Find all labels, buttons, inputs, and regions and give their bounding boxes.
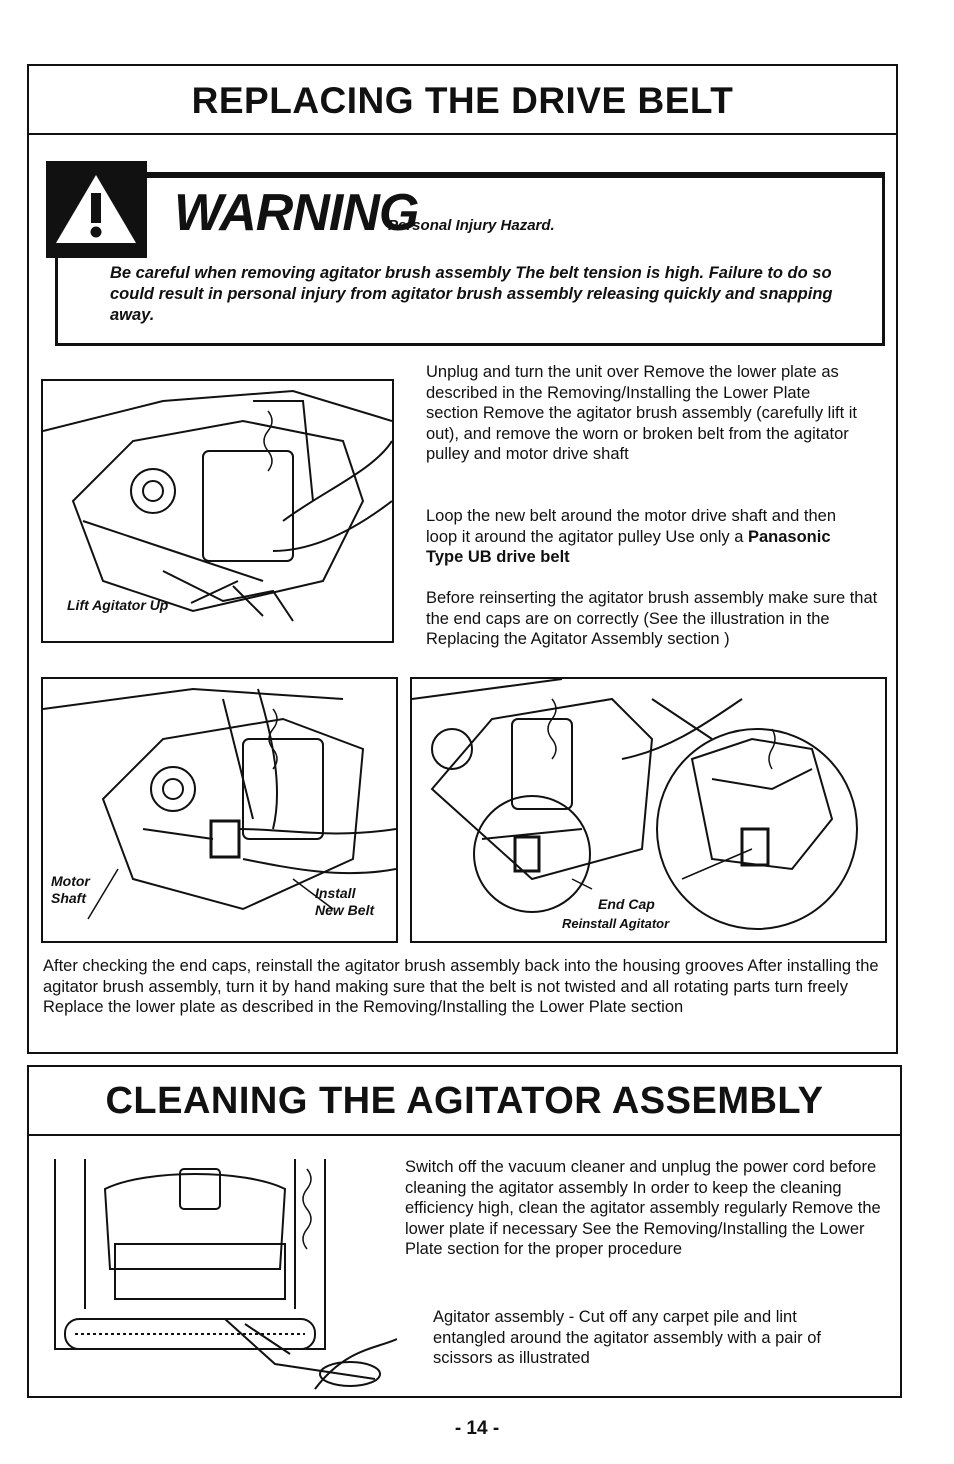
loop-belt-text: Loop the new belt around the motor drive…	[426, 507, 837, 546]
caption-install-belt: Install New Belt	[315, 885, 375, 918]
title-divider-cleaning	[29, 1134, 900, 1136]
page-number: - 14 -	[454, 1418, 500, 1439]
warning-box: WARNING Personal Injury Hazard. Be caref…	[46, 161, 885, 346]
warning-triangle-icon	[56, 175, 136, 243]
paragraph-cut-carpet: Agitator assembly - Cut off any carpet p…	[433, 1308, 821, 1367]
warning-word: WARNING	[174, 184, 419, 242]
paragraph-switch-off: Switch off the vacuum cleaner and unplug…	[405, 1158, 881, 1258]
drive-belt-section: REPLACING THE DRIVE BELT WARNING Persona…	[27, 64, 898, 1054]
warning-subtitle: Personal Injury Hazard.	[388, 217, 555, 234]
figure-reinstall-agitator: End Cap Reinstall Agitator	[410, 677, 887, 943]
caption-lift-agitator: Lift Agitator Up	[67, 597, 169, 613]
figure-install-belt: Motor Shaft Install New Belt	[41, 677, 398, 943]
caption-reinstall-agitator: Reinstall Agitator	[562, 916, 670, 931]
paragraph-loop-belt: Loop the new belt around the motor drive…	[426, 506, 866, 568]
warning-header-band	[55, 172, 885, 178]
title-divider	[29, 133, 896, 135]
figure-cut-carpet-pile	[45, 1149, 397, 1395]
cleaning-agitator-section: CLEANING THE AGITATOR ASSEMBLY Switch of…	[27, 1065, 902, 1398]
belt-type: Panasonic Type UB drive belt	[426, 527, 831, 567]
caption-end-cap: End Cap	[598, 896, 655, 912]
section-title-cleaning: CLEANING THE AGITATOR ASSEMBLY	[105, 1080, 824, 1122]
paragraph-end-caps: Before reinserting the agitator brush as…	[426, 589, 878, 648]
section-title: REPLACING THE DRIVE BELT	[191, 80, 734, 121]
figure-lift-agitator: Lift Agitator Up	[41, 379, 394, 643]
caption-motor-shaft: Motor Shaft	[51, 873, 90, 906]
paragraph-after-checking: After checking the end caps, reinstall t…	[43, 957, 879, 1016]
warning-icon-block	[46, 161, 147, 258]
paragraph-remove-belt: Unplug and turn the unit over Remove the…	[426, 363, 858, 463]
warning-text: Be careful when removing agitator brush …	[110, 264, 833, 324]
